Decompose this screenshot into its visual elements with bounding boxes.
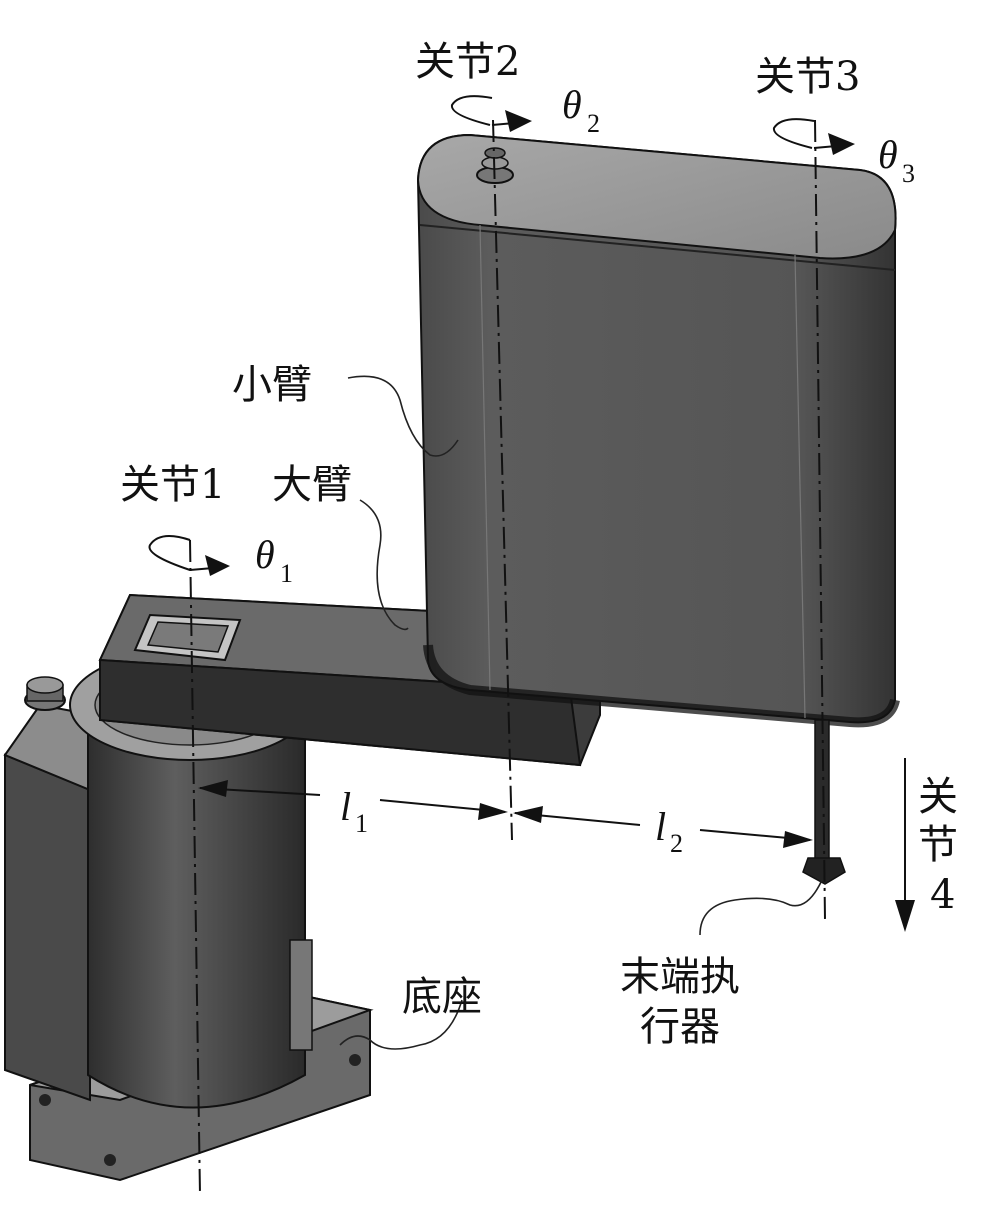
rotation-arrow-joint1 (148, 535, 230, 576)
leader-upper-arm (359, 499, 409, 631)
dimension-l1 (198, 780, 508, 820)
motor-box (3, 676, 122, 1102)
label-joint1: 关节1 (120, 462, 225, 508)
theta3-symbol: θ 3 (878, 132, 915, 188)
rotation-arrow-joint3 (772, 118, 855, 155)
label-forearm: 小臂 (232, 362, 312, 408)
svg-text:1: 1 (355, 809, 368, 838)
svg-text:θ: θ (562, 82, 582, 127)
label-end-effector-line1: 末端执 (620, 954, 740, 1000)
svg-text:θ: θ (878, 132, 898, 177)
label-joint4-line1: 关 (918, 774, 958, 820)
l2-symbol: l 2 (655, 804, 683, 858)
l1-symbol: l 1 (340, 784, 368, 838)
label-end-effector-line2: 行器 (640, 1004, 720, 1050)
svg-text:l: l (340, 784, 351, 829)
axis-joint2 (492, 119, 513, 841)
leader-forearm (347, 375, 459, 457)
svg-text:3: 3 (902, 159, 915, 188)
label-joint2: 关节2 (415, 39, 520, 85)
label-upper-arm: 大臂 (272, 462, 352, 508)
axis-joint3 (814, 119, 826, 921)
theta1-symbol: θ 1 (255, 532, 293, 588)
svg-text:θ: θ (255, 532, 275, 577)
svg-text:2: 2 (587, 109, 600, 138)
label-base: 底座 (402, 974, 482, 1020)
forearm (416, 133, 900, 728)
svg-text:1: 1 (280, 559, 293, 588)
svg-text:l: l (655, 804, 666, 849)
label-joint3: 关节3 (755, 54, 860, 100)
rotation-arrow-joint2 (450, 95, 532, 132)
arrow-joint4 (895, 758, 915, 932)
label-joint4-line2: 节 (918, 822, 958, 868)
dimension-l2 (513, 806, 813, 848)
leader-base (339, 999, 463, 1050)
label-joint4-line3: 4 (930, 872, 955, 918)
svg-text:2: 2 (670, 829, 683, 858)
theta2-symbol: θ 2 (562, 82, 600, 138)
leader-end-effector (699, 879, 823, 936)
